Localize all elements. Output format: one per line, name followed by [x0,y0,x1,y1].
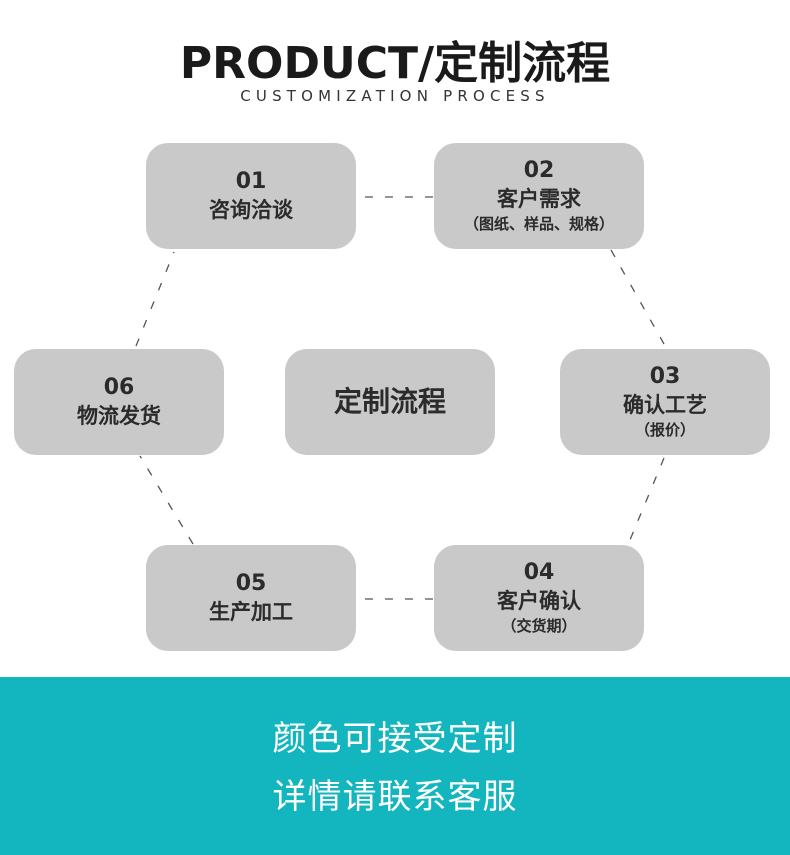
banner-line-1: 颜色可接受定制 [272,719,518,759]
page-subtitle: CUSTOMIZATION PROCESS [240,87,550,105]
step-02-note: （图纸、样品、规格） [463,215,614,233]
step-06: 06 物流发货 [14,349,224,455]
banner-line-2: 详情请联系客服 [272,777,518,817]
step-03-number: 03 [649,364,681,389]
step-06-number: 06 [103,375,135,400]
step-01: 01 咨询洽谈 [146,143,356,249]
step-03-label: 确认工艺 [623,393,707,417]
step-05-number: 05 [235,571,267,596]
step-05-label: 生产加工 [209,600,293,624]
step-01-number: 01 [235,169,267,194]
connector-lines [135,196,665,600]
step-03-note: （报价） [634,421,695,439]
step-05: 05 生产加工 [146,545,356,651]
step-03: 03 确认工艺 （报价） [560,349,770,455]
connector-05-06 [139,455,194,545]
page-title: PRODUCT/定制流程 [179,38,611,89]
step-04-number: 04 [523,560,555,585]
center-node: 定制流程 [285,349,495,455]
step-02: 02 客户需求 （图纸、样品、规格） [434,143,644,249]
step-04: 04 客户确认 （交货期） [434,545,644,651]
contact-banner: 颜色可接受定制 详情请联系客服 [0,677,790,855]
step-04-label: 客户确认 [497,589,581,613]
step-06-label: 物流发货 [77,404,161,428]
step-04-note: （交货期） [501,617,577,635]
step-02-label: 客户需求 [497,187,581,211]
connector-03-04 [624,457,665,553]
step-01-label: 咨询洽谈 [209,198,293,222]
connector-06-01 [135,251,175,347]
connector-02-03 [610,249,665,345]
step-02-number: 02 [523,158,555,183]
center-label: 定制流程 [333,385,446,418]
